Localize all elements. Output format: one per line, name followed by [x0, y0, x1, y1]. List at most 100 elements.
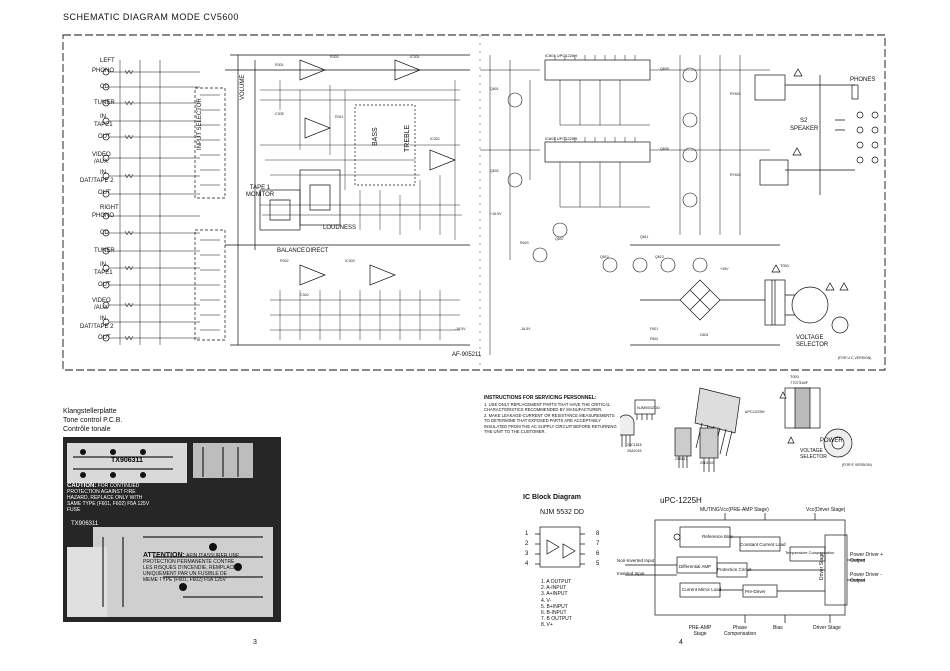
svg-text:R620: R620	[520, 241, 529, 245]
svg-text:-16.5V: -16.5V	[455, 327, 466, 331]
caution-title: CAUTION:	[67, 483, 97, 489]
njm-pin-2: 2	[525, 541, 529, 547]
njm-pin-7: 7	[596, 541, 600, 547]
pcb-caption-de: Klangstellerplatte	[63, 408, 117, 415]
svg-text:+35V: +35V	[720, 267, 729, 271]
upc-vcc-drv-label: Vcc(Driver Stage)	[806, 507, 846, 513]
transistor-label-3: 2SB817	[675, 457, 688, 461]
caution-block: CAUTION: FOR CONTINUED PROTECTION AGAINS…	[67, 483, 155, 513]
svg-text:RY602: RY602	[730, 173, 741, 177]
transistor-label-2: 2SA1015	[627, 449, 642, 453]
input-selector-label: INPUT SELECTOR	[197, 98, 203, 150]
njm-pin-desc-5: 5. B+INPUT	[541, 603, 568, 610]
right-tuner-label: TUNER	[94, 248, 115, 254]
attention-block: ATTENTION: AFIN D'ASSURER UNE PROTECTION…	[143, 552, 243, 583]
svg-text:IC303: IC303	[345, 259, 355, 263]
page-number-right: 4	[679, 639, 683, 646]
upc-block-differential-amp: Differential AMP	[679, 564, 712, 569]
attention-text: AFIN D'ASSURER UNE PROTECTION PERMANENTE…	[143, 553, 241, 583]
right-dat-in-label: IN	[100, 316, 106, 322]
left-tape1-out-label: OUT	[98, 134, 111, 140]
svg-text:F602: F602	[650, 337, 658, 341]
right-tape1-in-label: IN	[100, 262, 106, 268]
right-dat-out-label: OUT	[98, 335, 111, 341]
njm-pin-list: 1. A OUTPUT 2. A-INPUT 3. A+INPUT 4. V- …	[541, 579, 572, 629]
left-aux-label: /AUX	[94, 159, 109, 165]
phones-label: PHONES	[850, 77, 876, 83]
njm-pin-8: 8	[596, 531, 600, 537]
transistor-label-4: 2SD1047	[700, 461, 715, 465]
njm-pin-desc-4: 4. V-	[541, 597, 552, 604]
component-ac-note: (FOR E VERSION)	[842, 463, 872, 467]
svg-text:C302: C302	[300, 293, 309, 297]
upc-non-inverted-input: Non-Inverted Input	[617, 558, 655, 563]
power-label: POWER	[820, 438, 843, 444]
njm-pin-5: 5	[596, 561, 600, 567]
ic601-label: IC601 UPC1225H	[545, 53, 578, 58]
servicing-instructions: INSTRUCTIONS FOR SERVICING PERSONNEL: 1.…	[484, 395, 619, 435]
left-video-label: VIDEO	[92, 152, 111, 158]
pcb-board-label-2: TX906311	[71, 521, 99, 527]
right-phono-label: PHONO	[92, 213, 115, 219]
pcb-caption-fr: Contrôle tonale	[63, 426, 111, 433]
ic602-label: IC602 UPC1225H	[545, 136, 578, 141]
left-dat-in-label: IN	[100, 170, 106, 176]
upc-block-reference-bias: Reference Bias	[702, 534, 733, 539]
left-channel-header: LEFT	[100, 58, 115, 64]
svg-text:R301: R301	[275, 63, 284, 67]
t001-part-label: 7707316F	[790, 380, 809, 385]
njm-pin-desc-8: 8. V+	[541, 622, 553, 629]
njm-pin-1: 1	[525, 531, 529, 537]
upc-block-driver-stage: Driver Stage	[819, 552, 825, 580]
upc-block-current-mirror: Current Mirror Load	[682, 587, 722, 592]
njm5532-part-label: NJM5532DD	[637, 405, 660, 410]
instruction-item-2: 2. MAKE LEAKAGE-CURRENT OR RESISTANCE ME…	[484, 412, 617, 435]
loudness-label: LOUDNESS	[323, 225, 357, 231]
svg-text:Q607: Q607	[555, 237, 564, 241]
right-tape1-out-label: OUT	[98, 282, 111, 288]
voltage-selector-label: VOLTAGE SELECTOR	[796, 335, 829, 348]
caution-text: FOR CONTINUED PROTECTION AGAINST FIRE HA…	[67, 483, 150, 513]
right-aux-label: /AUX	[94, 305, 109, 311]
treble-label: TREBLE	[404, 124, 411, 152]
njm-pin-4: 4	[525, 561, 529, 567]
upc-vcc-pre-label: Vcc(PRE-AMP Stage)	[720, 507, 769, 513]
svg-text:IC302: IC302	[430, 137, 440, 141]
njm-pin-desc-6: 6. B-INPUT	[541, 610, 567, 617]
board-id-label: AF-905211	[452, 352, 482, 358]
left-cd-label: CD	[100, 84, 109, 90]
svg-text:Q605: Q605	[660, 67, 669, 71]
upc-bottom-preamp: PRE-AMP Stage	[688, 625, 712, 637]
ac-version-note: (FOR U.C VERSION)	[838, 356, 872, 360]
page-number-left: 3	[253, 639, 257, 646]
svg-text:C305: C305	[275, 112, 284, 116]
left-dat-label: DAT/TAPE 2	[80, 178, 114, 184]
njm-pin-desc-7: 7. B OUTPUT	[541, 616, 572, 623]
transformer-label: T001	[780, 263, 790, 268]
njm-pin-desc-1: 1. A OUTPUT	[541, 579, 572, 585]
left-phono-label: PHONO	[92, 68, 115, 74]
svg-text:R302: R302	[280, 259, 289, 263]
right-cd-label: CD	[100, 230, 109, 236]
left-tuner-label: TUNER	[94, 100, 115, 106]
upc-muting-label: MUTING	[700, 507, 720, 513]
upc-block-constant-current: Constant Current Load	[740, 542, 786, 547]
upc-inverted-input: Inverted Input	[617, 571, 645, 576]
svg-text:Q601: Q601	[490, 87, 499, 91]
svg-text:Q602: Q602	[490, 169, 499, 173]
speaker-switch-label: S2	[800, 118, 808, 124]
upc-bottom-driver: Driver Stage	[813, 625, 841, 631]
svg-text:R311: R311	[335, 115, 343, 119]
direct-label: DIRECT	[306, 248, 329, 254]
volume-label: VOLUME	[240, 74, 246, 100]
upc-output-plus: Power Driver + Output	[850, 552, 884, 564]
right-tape1-label: TAPE1	[94, 270, 113, 276]
pcb-caption-en: Tone control P.C.B.	[63, 417, 123, 424]
njm5532-chip-label: NJM 5532 DD	[540, 509, 584, 516]
left-tape1-label: TAPE1	[94, 122, 113, 128]
pcb-traces	[67, 443, 273, 617]
ic-block-title: IC Block Diagram	[523, 494, 581, 501]
attention-title: ATTENTION:	[143, 552, 185, 559]
pcb-image: TX906311 TX906311 CAUTION: FOR CONTINUED…	[63, 437, 281, 622]
